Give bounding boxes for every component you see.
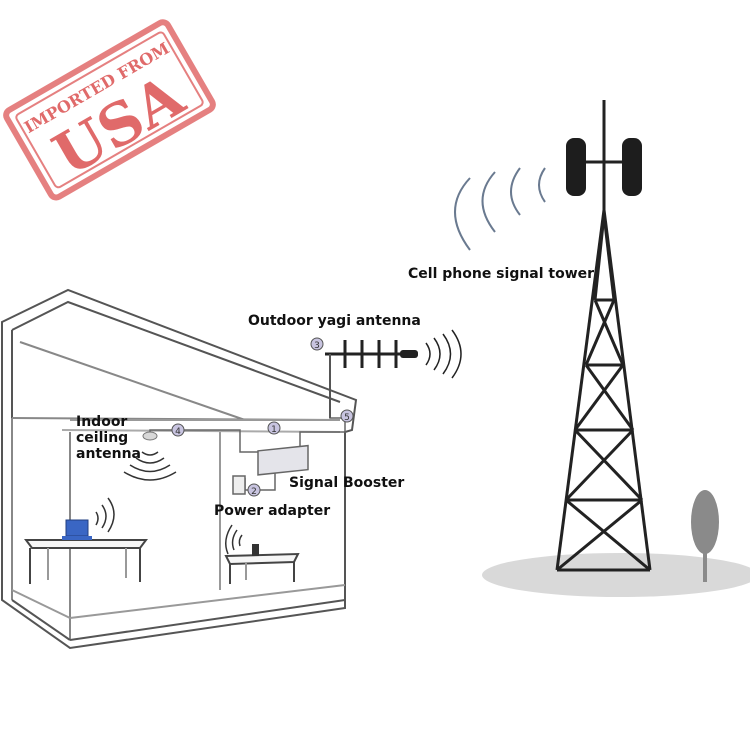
phone-signal-waves <box>225 524 243 555</box>
imported-from-usa-stamp: IMPORTED FROM USA <box>3 19 216 201</box>
phone-icon <box>252 544 259 556</box>
svg-text:3: 3 <box>314 341 320 351</box>
marker-1: 1 <box>267 421 281 435</box>
marker-5: 5 <box>340 409 354 423</box>
desk-right <box>224 552 300 584</box>
cell-tower <box>555 100 652 572</box>
tower-signal-waves <box>454 167 546 251</box>
power-adapter-device <box>232 475 246 495</box>
signal-booster-label: Signal Booster <box>289 475 405 491</box>
indoor-antenna-label: Indoor ceiling antenna <box>76 414 141 462</box>
marker-2: 2 <box>247 483 261 497</box>
marker-3: 3 <box>310 337 324 351</box>
power-adapter-label: Power adapter <box>214 503 331 519</box>
yagi-signal-waves <box>425 329 462 379</box>
tree-icon <box>691 490 719 582</box>
outdoor-antenna-label: Outdoor yagi antenna <box>248 313 421 329</box>
svg-text:5: 5 <box>344 413 350 423</box>
ceiling-antenna-waves <box>123 451 177 481</box>
tower-label: Cell phone signal tower <box>408 266 595 282</box>
svg-text:2: 2 <box>251 487 257 497</box>
yagi-antenna-icon <box>325 340 418 418</box>
desk-left <box>24 539 148 584</box>
svg-text:4: 4 <box>175 427 181 437</box>
laptop-signal-waves <box>95 497 115 533</box>
marker-4: 4 <box>171 423 185 437</box>
tower-panel-antennas <box>566 138 642 196</box>
ground-shadow <box>482 553 750 597</box>
laptop-icon <box>62 519 92 540</box>
svg-text:1: 1 <box>271 425 277 435</box>
signal-booster-device <box>257 444 309 476</box>
ceiling-antenna-icon <box>142 431 158 441</box>
